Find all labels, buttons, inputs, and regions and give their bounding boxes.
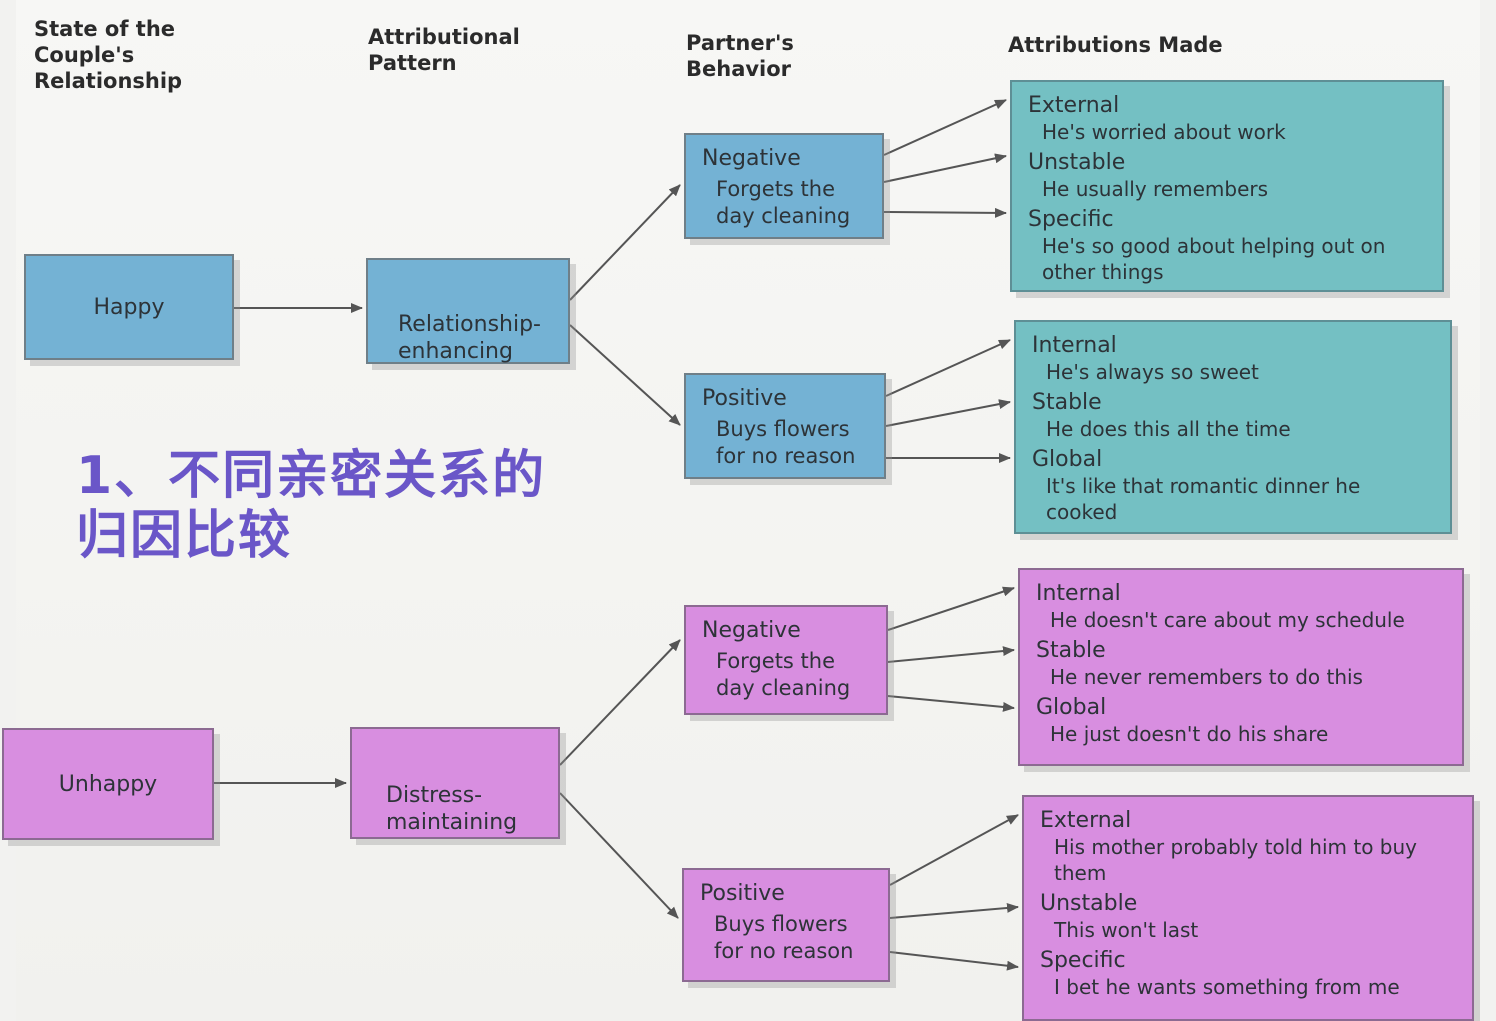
state-happy-box: Happy: [24, 254, 234, 360]
attribution-desc: I bet he wants something from me: [1054, 975, 1400, 999]
arrow-neg-specific: [883, 207, 1007, 218]
unhappy-positive-title: Positive: [700, 881, 785, 906]
attribution-item: Unstable This won't last: [1040, 890, 1456, 943]
attribution-item: External His mother probably told him to…: [1040, 807, 1456, 886]
unhappy-negative-desc: Forgets the day cleaning: [716, 649, 851, 700]
attribution-label: Internal: [1032, 333, 1117, 358]
attribution-item: Internal He doesn't care about my schedu…: [1036, 580, 1446, 633]
attribution-item: Unstable He usually remembers: [1028, 149, 1426, 202]
arrow-pos-unstable: [889, 902, 1019, 919]
arrow-pos-external: [889, 814, 1019, 886]
attribution-label: Specific: [1040, 948, 1126, 973]
happy-negative-title: Negative: [702, 146, 801, 171]
header-behavior: Partner's Behavior: [686, 31, 794, 81]
attribution-label: External: [1040, 808, 1132, 833]
attribution-item: Global He just doesn't do his share: [1036, 694, 1446, 747]
unhappy-negative-box: Negative Forgets the day cleaning: [684, 605, 888, 715]
pattern-enhancing-label: Relationship- enhancing: [398, 312, 541, 364]
arrow-distress-to-negative: [559, 639, 681, 766]
happy-negative-desc: Forgets the day cleaning: [716, 177, 851, 228]
attribution-label: Stable: [1032, 390, 1102, 415]
happy-positive-box: Positive Buys flowers for no reason: [684, 373, 886, 479]
arrow-enhancing-to-negative: [569, 184, 681, 301]
unhappy-negative-attributions: Internal He doesn't care about my schedu…: [1018, 568, 1464, 766]
attribution-label: Global: [1032, 447, 1103, 472]
attribution-desc: He doesn't care about my schedule: [1050, 608, 1405, 632]
header-state: State of the Couple's Relationship: [34, 17, 183, 93]
header-pattern: Attributional Pattern: [368, 25, 520, 75]
state-unhappy-label: Unhappy: [58, 771, 158, 797]
happy-positive-title: Positive: [702, 386, 787, 411]
attribution-item: Stable He never remembers to do this: [1036, 637, 1446, 690]
attribution-desc: He just doesn't do his share: [1050, 722, 1329, 746]
attribution-label: Unstable: [1040, 891, 1138, 916]
unhappy-negative-title: Negative: [702, 618, 801, 643]
arrow-pos-internal: [885, 339, 1011, 397]
attribution-item: Stable He does this all the time: [1032, 389, 1434, 442]
arrow-neg-stable: [887, 646, 1015, 663]
pattern-distress-box: Distress- maintaining: [350, 727, 560, 839]
arrow-neg-internal: [887, 586, 1015, 631]
attribution-item: Internal He's always so sweet: [1032, 332, 1434, 385]
state-happy-label: Happy: [93, 294, 165, 320]
happy-negative-box: Negative Forgets the day cleaning: [684, 133, 884, 239]
unhappy-positive-box: Positive Buys flowers for no reason: [682, 868, 890, 982]
attribution-desc: He does this all the time: [1046, 417, 1291, 441]
attribution-desc: He's always so sweet: [1046, 360, 1259, 384]
unhappy-positive-desc: Buys flowers for no reason: [714, 912, 854, 963]
state-unhappy-box: Unhappy: [2, 728, 214, 840]
attribution-label: Specific: [1028, 207, 1114, 232]
arrow-neg-unstable: [883, 153, 1007, 183]
slide-title-cn: 1、不同亲密关系的归因比较: [76, 446, 547, 566]
attribution-label: External: [1028, 93, 1120, 118]
pattern-enhancing-box: Relationship- enhancing: [366, 258, 570, 364]
header-attributions: Attributions Made: [1008, 33, 1223, 57]
attribution-item: Global It's like that romantic dinner he…: [1032, 446, 1434, 525]
attribution-label: Stable: [1036, 638, 1106, 663]
arrow-neg-global: [887, 695, 1015, 712]
arrow-pos-stable: [885, 399, 1011, 427]
attribution-label: Global: [1036, 695, 1107, 720]
arrow-neg-external: [883, 99, 1007, 156]
attribution-desc: It's like that romantic dinner he cooked: [1046, 474, 1361, 524]
attribution-desc: He's so good about helping out on other …: [1042, 234, 1386, 284]
attribution-desc: He never remembers to do this: [1050, 665, 1363, 689]
attribution-desc: He usually remembers: [1042, 177, 1269, 201]
attribution-item: External He's worried about work: [1028, 92, 1426, 145]
arrow-pos-specific: [889, 951, 1019, 971]
attribution-label: Unstable: [1028, 150, 1126, 175]
attribution-desc: He's worried about work: [1042, 120, 1286, 144]
arrow-distress-to-positive: [559, 792, 679, 919]
attribution-item: Specific I bet he wants something from m…: [1040, 947, 1456, 1000]
attribution-desc: This won't last: [1054, 918, 1199, 942]
attribution-item: Specific He's so good about helping out …: [1028, 206, 1426, 285]
attribution-label: Internal: [1036, 581, 1121, 606]
pattern-distress-label: Distress- maintaining: [386, 783, 518, 835]
arrow-enhancing-to-positive: [569, 324, 681, 426]
happy-positive-attributions: Internal He's always so sweet Stable He …: [1014, 320, 1452, 534]
attribution-desc: His mother probably told him to buy them: [1054, 835, 1418, 885]
happy-positive-desc: Buys flowers for no reason: [716, 417, 856, 468]
unhappy-positive-attributions: External His mother probably told him to…: [1022, 795, 1474, 1021]
happy-negative-attributions: External He's worried about work Unstabl…: [1010, 80, 1444, 292]
